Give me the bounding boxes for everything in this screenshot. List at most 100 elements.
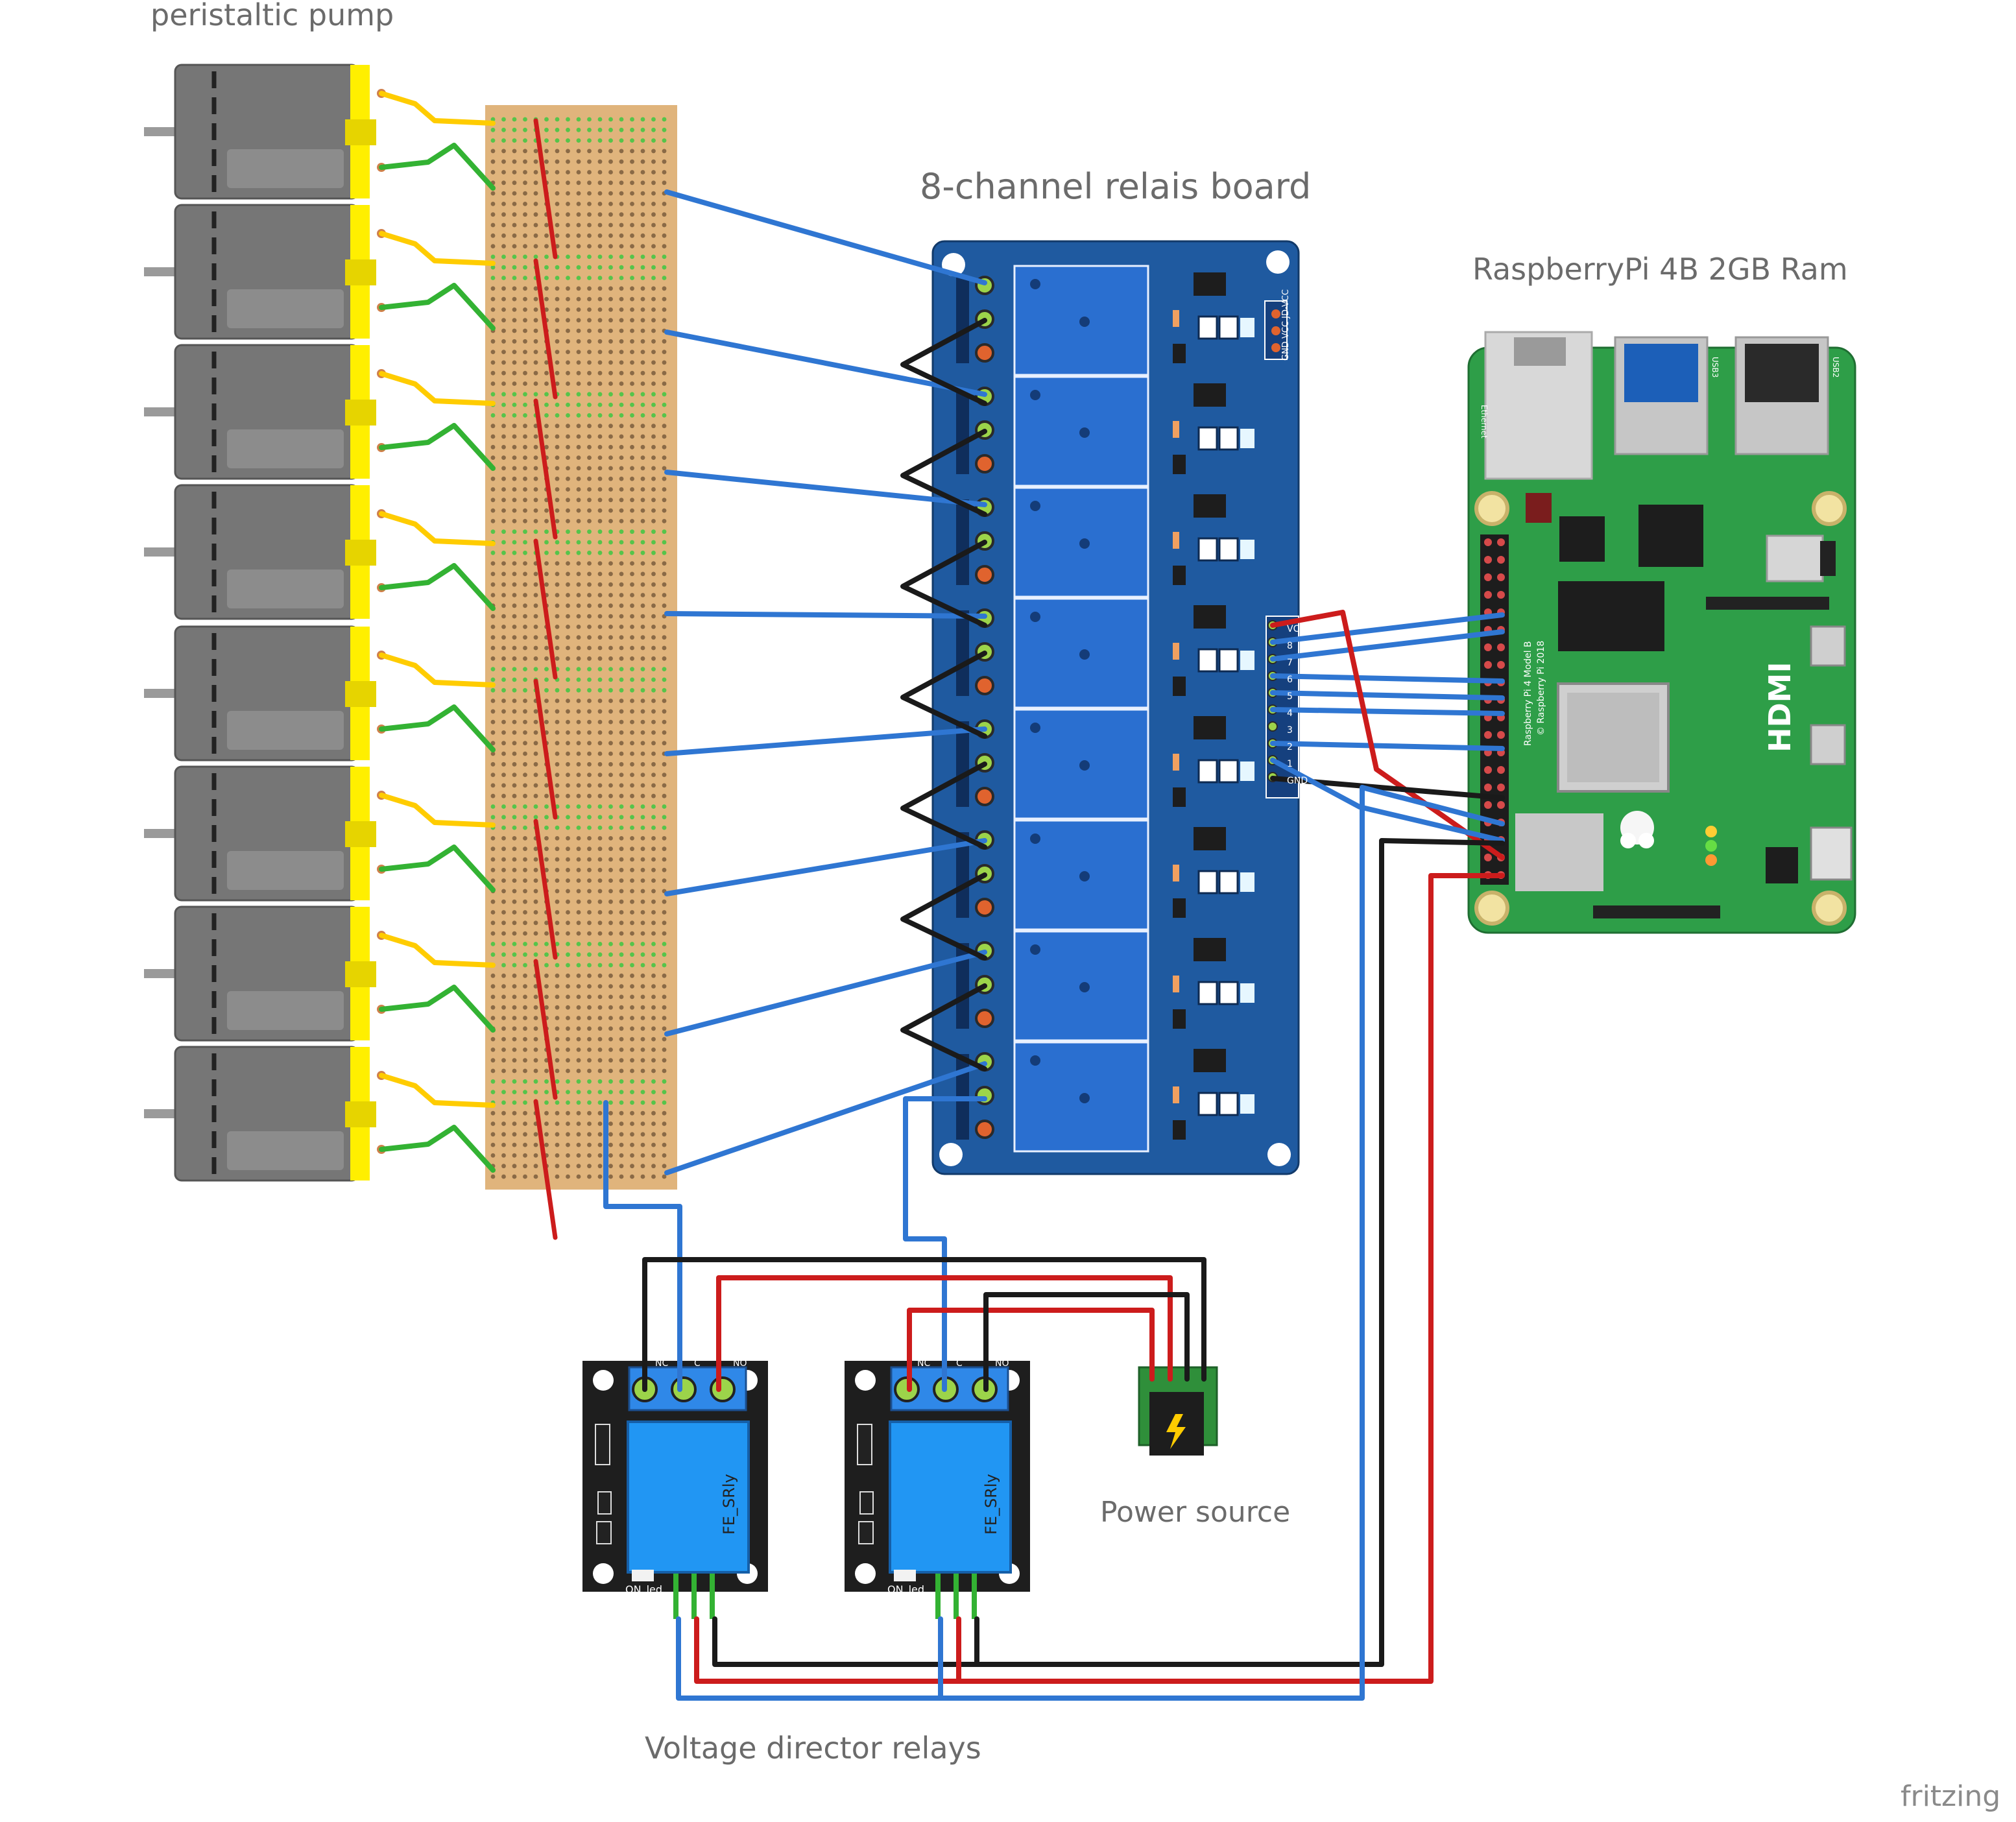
perfboard-hole [619, 741, 624, 746]
perfboard-hole [640, 614, 645, 619]
perfboard-hole [512, 1153, 517, 1158]
perfboard-hole [619, 413, 624, 418]
status-led [1240, 651, 1254, 670]
perfboard-hole [501, 931, 506, 936]
perfboard-hole [651, 867, 656, 872]
perfboard-hole [597, 1016, 603, 1020]
perfboard-hole [501, 1100, 506, 1105]
perfboard-hole [533, 846, 538, 852]
perfboard-hole [640, 836, 645, 841]
perfboard-hole [512, 1048, 517, 1052]
perfboard-hole [544, 1090, 549, 1094]
perfboard-bus-red-4 [533, 538, 558, 680]
gpio-pin [1484, 784, 1492, 791]
perfboard-hole [566, 339, 570, 344]
perfboard-hole [501, 1058, 506, 1063]
perfboard-hole [544, 550, 549, 555]
perfboard-hole [630, 1142, 634, 1147]
perfboard-hole [640, 878, 645, 883]
perfboard-hole [587, 455, 592, 460]
perfboard-hole [619, 593, 624, 597]
perfboard-hole [651, 212, 656, 217]
perfboard-hole [523, 402, 527, 407]
perfboard-hole [566, 984, 570, 989]
perfboard-hole [523, 730, 527, 735]
relay-pin-dot [1079, 538, 1090, 549]
perfboard-hole [512, 540, 517, 545]
perfboard-hole [523, 1110, 527, 1116]
perfboard-hole [544, 709, 549, 714]
perfboard-hole [587, 1079, 592, 1084]
perfboard-hole [651, 804, 656, 809]
perfboard-hole [566, 286, 570, 291]
perfboard-hole [597, 1026, 603, 1031]
lightning-icon [1166, 1414, 1186, 1449]
perfboard-hole [597, 466, 603, 471]
perfboard-hole [533, 1048, 538, 1052]
perfboard-hole [501, 1164, 506, 1169]
perfboard-hole [566, 1090, 570, 1094]
perfboard-hole [555, 466, 560, 471]
perfboard-hole [501, 709, 506, 714]
perfboard-hole [651, 540, 656, 545]
perfboard-hole [576, 127, 581, 132]
perfboard-hole [640, 889, 645, 894]
perfboard-hole [640, 497, 645, 503]
perfboard-hole [512, 688, 517, 693]
perfboard-hole [544, 159, 549, 164]
perfboard-hole [566, 1058, 570, 1063]
perfboard-hole [662, 265, 667, 270]
perfboard-hole [597, 942, 603, 946]
perfboard-hole [576, 170, 581, 174]
perfboard-hole [523, 328, 527, 333]
perfboard-hole [576, 593, 581, 597]
perfboard-hole [608, 1100, 613, 1105]
perfboard-hole [630, 508, 634, 513]
perfboard-hole [587, 381, 592, 386]
mounting-hole [593, 1563, 614, 1584]
perfboard-hole [490, 688, 496, 693]
perfboard-hole [501, 286, 506, 291]
perfboard-hole [640, 466, 645, 471]
perfboard-hole [608, 180, 613, 186]
perfboard-hole [640, 413, 645, 418]
perfboard-hole [533, 519, 538, 523]
perfboard-hole [523, 244, 527, 248]
relay-cube [627, 1420, 750, 1574]
perfboard-hole [662, 836, 667, 841]
perfboard-hole [555, 889, 560, 894]
perfboard-hole [630, 688, 634, 693]
perfboard-hole [512, 603, 517, 608]
perfboard-hole [662, 318, 667, 323]
pump-wire-yellow-1 [379, 91, 496, 126]
perfboard-hole [597, 1058, 603, 1063]
perfboard-hole [533, 307, 538, 312]
perfboard-base [485, 105, 677, 1190]
perfboard-hole [555, 1100, 560, 1105]
perfboard-hole [501, 614, 506, 619]
perfboard-hole [651, 1121, 656, 1126]
perfboard-hole [640, 392, 645, 397]
perfboard-hole [576, 296, 581, 302]
voltage-director-relay-2 [845, 1361, 1030, 1619]
perfboard-hole [608, 1026, 613, 1031]
perfboard-hole [501, 741, 506, 746]
transistor [1173, 1120, 1186, 1140]
perfboard-hole [544, 825, 549, 830]
perfboard-hole [566, 318, 570, 323]
perfboard-hole [619, 307, 624, 312]
status-led [1240, 872, 1254, 892]
usb2-label: USB2 [1831, 357, 1840, 378]
perfboard-hole [619, 804, 624, 809]
perfboard-hole [651, 424, 656, 429]
perfboard-hole [597, 202, 603, 206]
perfboard-hole [501, 730, 506, 735]
perfboard-hole [651, 645, 656, 651]
perfboard-hole [555, 751, 560, 756]
perfboard-hole [630, 519, 634, 523]
perfboard-hole [533, 952, 538, 957]
perfboard-hole [501, 667, 506, 671]
perfboard-hole [512, 265, 517, 270]
perfboard-hole [608, 466, 613, 471]
perfboard-hole [566, 1016, 570, 1020]
